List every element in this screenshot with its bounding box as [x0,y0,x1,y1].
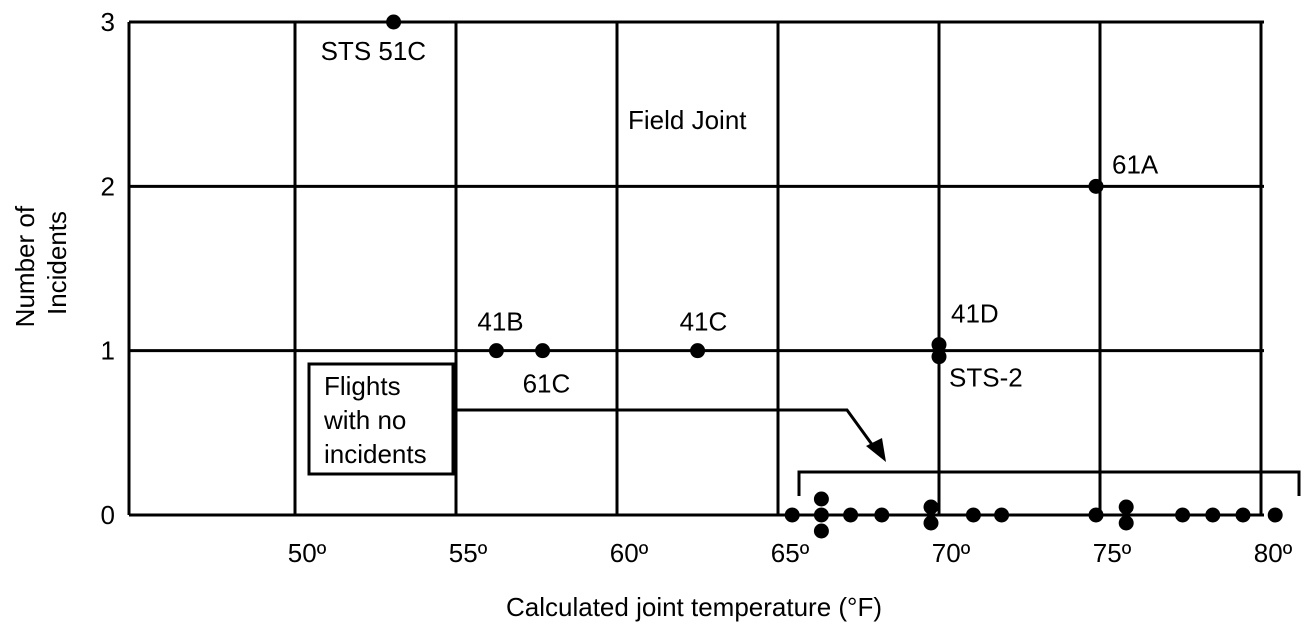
no-incident-point [813,523,829,539]
y-tick-label: 0 [101,500,115,530]
point-label: 41B [477,307,523,337]
no-incident-point [923,515,939,531]
no-incident-point [813,491,829,507]
grid [127,20,1264,517]
annotation-arrowhead [866,438,886,462]
no-incident-point [923,499,939,515]
chart-title: Field Joint [628,105,747,135]
no-incidents-annotation: Flights with no incidents [307,362,1301,496]
no-incident-point [1235,507,1251,523]
x-axis-title: Calculated joint temperature (°F) [506,592,882,622]
no-incident-point [965,507,981,523]
incident-point [535,343,551,359]
x-tick-label: 65º [771,538,810,568]
point-label: STS 51C [321,36,427,66]
point-label: 41C [680,307,728,337]
x-tick-label: 60º [610,538,649,568]
x-tick-label: 80º [1254,538,1293,568]
incident-point [931,337,947,353]
x-tick-label: 50º [288,538,327,568]
x-tick-label: 75º [1093,538,1132,568]
incident-point [488,343,504,359]
no-incident-point [1175,507,1191,523]
no-incident-point [843,507,859,523]
y-axis-title: Number of Incidents [10,199,72,328]
y-tick-label: 1 [101,336,115,366]
point-label: STS-2 [949,363,1023,393]
y-tick-label: 3 [101,7,115,37]
no-incident-point [1088,507,1104,523]
annotation-box [307,362,455,476]
axis-ticks: 0 1 2 3 50º 55º 60º 65º 70º 75º 80º [101,7,1293,568]
no-incidents-bracket [797,470,1301,496]
no-incident-point [784,507,800,523]
annotation-leader-line [453,408,878,451]
data-points [386,14,1283,539]
point-label: 61A [1112,149,1159,179]
incident-point [690,343,706,359]
annotation-text: Flights with no incidents [323,371,427,469]
incident-point [1088,178,1104,194]
no-incident-point [1205,507,1221,523]
no-incident-point [994,507,1010,523]
no-incident-point [813,507,829,523]
no-incident-point [1118,515,1134,531]
point-labels: STS 51C 61A 41B 61C 41C 41D STS-2 [321,36,1159,399]
no-incident-point [1118,499,1134,515]
point-label: 61C [523,369,571,399]
x-tick-label: 70º [932,538,971,568]
x-tick-label: 55º [449,538,488,568]
no-incident-point [874,507,890,523]
incident-point [386,14,402,30]
no-incident-point [1267,507,1283,523]
y-tick-label: 2 [101,171,115,201]
incident-point [931,349,947,365]
point-label: 41D [951,299,999,329]
